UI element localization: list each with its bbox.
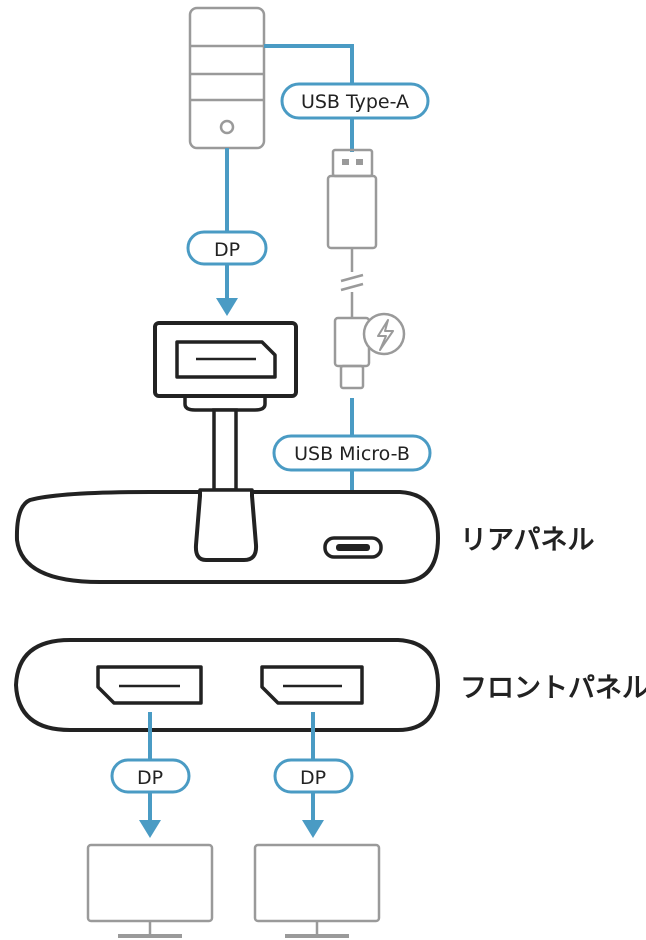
- rear-panel: [14, 490, 440, 584]
- dp-connector: [153, 321, 298, 562]
- usb-micro-b-label: USB Micro-B: [272, 434, 432, 472]
- rear-panel-label: リアパネル: [460, 525, 594, 556]
- monitor-icon: [86, 843, 214, 938]
- svg-text:DP: DP: [214, 239, 240, 261]
- svg-text:DP: DP: [300, 767, 326, 789]
- dp-label-top: DP: [186, 230, 268, 266]
- lightning-bolt-icon: [362, 312, 406, 356]
- desktop-tower-icon: [188, 6, 266, 150]
- displayport-port-icon: [260, 665, 364, 705]
- dp-cable-line: [216, 148, 238, 316]
- front-panel-label: フロントパネル: [460, 673, 646, 704]
- dp-label-out-right: DP: [273, 758, 354, 794]
- displayport-port-icon: [96, 665, 203, 705]
- dp-label-out-left: DP: [110, 758, 191, 794]
- svg-text:USB Type-A: USB Type-A: [301, 91, 409, 113]
- front-panel: [13, 638, 441, 732]
- monitor-icon: [253, 843, 381, 938]
- svg-text:USB Micro-B: USB Micro-B: [294, 443, 410, 465]
- svg-text:DP: DP: [137, 767, 163, 789]
- usb-a-plug-icon: [326, 148, 378, 318]
- usb-type-a-label: USB Type-A: [280, 82, 430, 120]
